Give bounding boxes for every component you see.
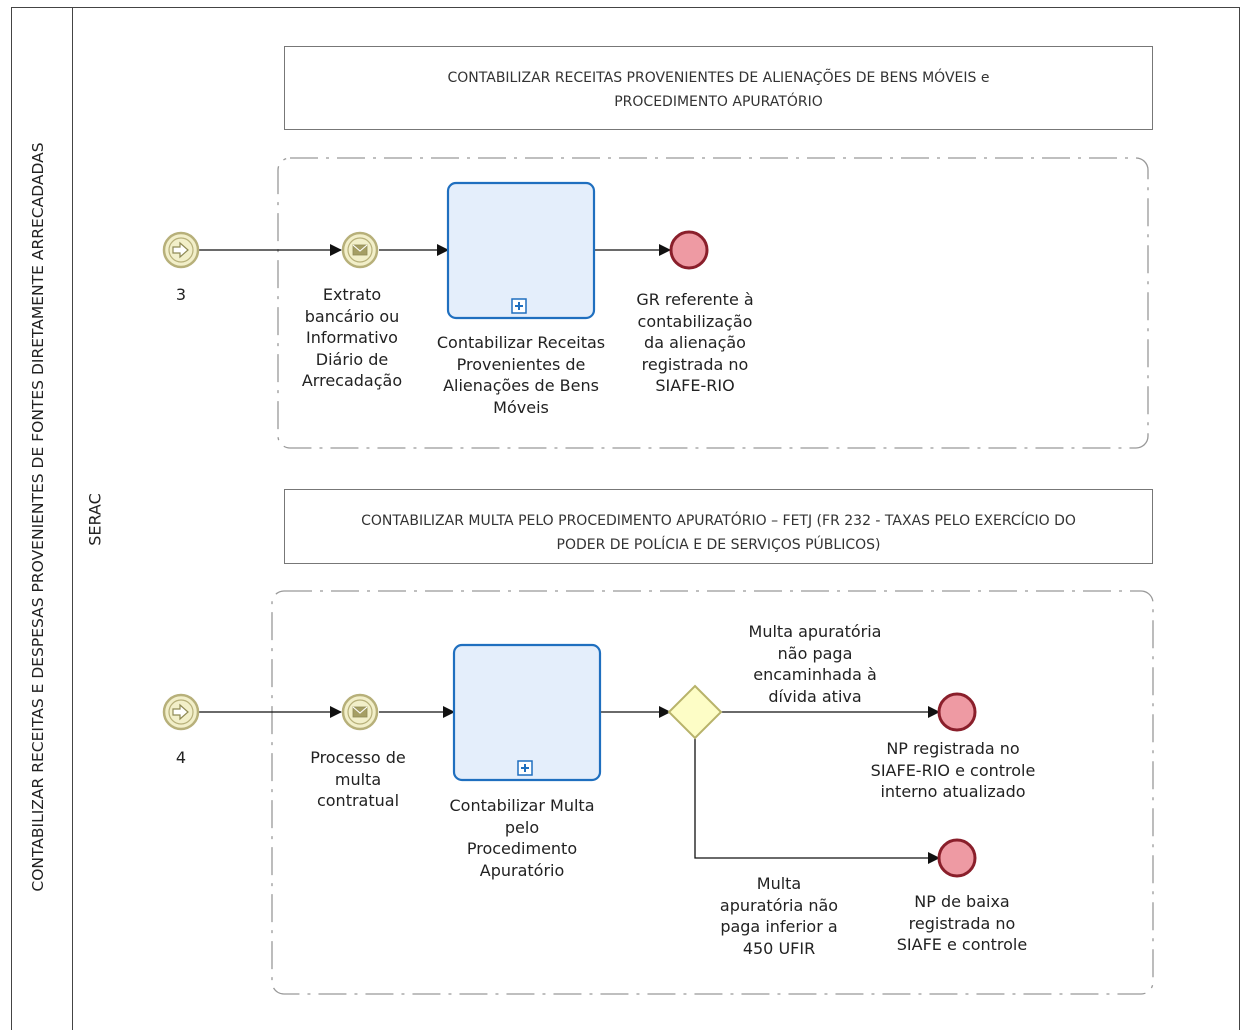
section1-group <box>277 157 1149 449</box>
task-contabilizar-multa-label: Contabilizar Multa pelo Procedimento Apu… <box>449 796 595 880</box>
message-event-2-label: Processo de multa contratual <box>310 748 406 810</box>
section2-group <box>271 590 1154 995</box>
lane-label: SERAC <box>85 493 105 546</box>
start-event-4-label: 4 <box>175 748 187 767</box>
task-contabilizar-receitas-label: Contabilizar Receitas Provenientes de Al… <box>436 333 606 417</box>
envelope-icon <box>352 706 368 718</box>
end-event-np-registrada <box>937 692 977 732</box>
pool-border <box>11 7 1240 1030</box>
end-event-np-registrada-label: NP registrada no SIAFE-RIO e controle in… <box>870 739 1036 801</box>
section1-banner: CONTABILIZAR RECEITAS PROVENIENTES DE AL… <box>447 70 990 110</box>
flow-gateway-to-end-bottom <box>694 738 940 864</box>
end-event-gr <box>669 230 709 270</box>
task-contabilizar-receitas[interactable] <box>446 181 596 320</box>
envelope-icon <box>352 244 368 256</box>
task-contabilizar-multa[interactable] <box>452 643 602 782</box>
exclusive-gateway <box>667 684 723 740</box>
message-event-1-label: Extrato bancário ou Informativo Diário d… <box>301 285 403 390</box>
pool-title: CONTABILIZAR RECEITAS E DESPESAS PROVENI… <box>29 142 47 892</box>
start-event-3 <box>162 231 200 269</box>
message-event-1 <box>341 231 379 269</box>
section2-banner: CONTABILIZAR MULTA PELO PROCEDIMENTO APU… <box>361 513 1076 553</box>
flow-bottom-label: Multa apuratória não paga inferior a 450… <box>719 874 839 958</box>
end-event-gr-label: GR referente à contabilização da alienaç… <box>636 290 754 395</box>
section1-banner-box <box>284 46 1153 130</box>
message-event-2 <box>341 693 379 731</box>
link-arrow-icon <box>172 241 189 259</box>
start-event-3-label: 3 <box>175 285 187 304</box>
flow-top-label: Multa apuratória não paga encaminhada à … <box>748 622 882 706</box>
end-event-np-baixa <box>937 838 977 878</box>
link-arrow-icon <box>172 703 189 721</box>
section2-banner-box <box>284 489 1153 564</box>
end-event-np-baixa-label: NP de baixa registrada no SIAFE e contro… <box>896 892 1028 954</box>
start-event-4 <box>162 693 200 731</box>
